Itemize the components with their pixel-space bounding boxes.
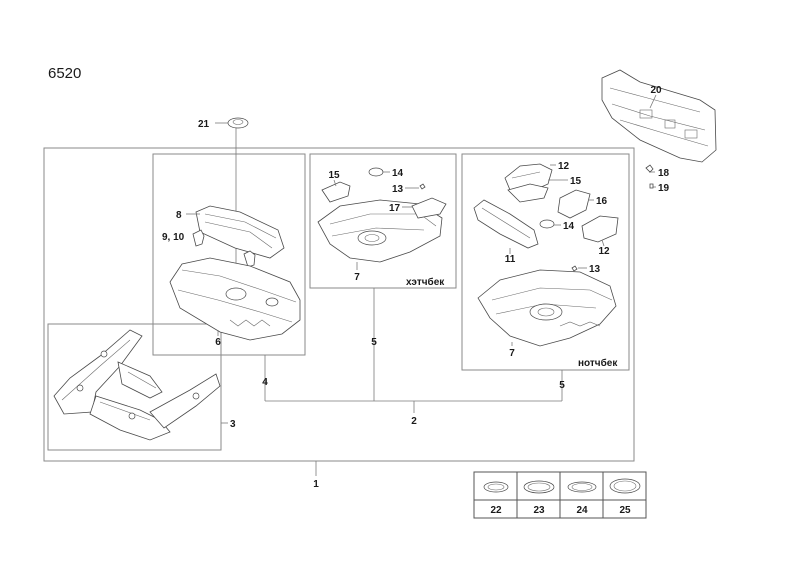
callout-5-hatchback: 5 [371,337,377,348]
callout-19: 19 [658,183,670,194]
callout-11: 11 [505,254,516,265]
callout-14-notchback: 14 [563,221,575,232]
callout-21: 21 [198,119,210,130]
notchback-bolt-part-13 [571,265,587,272]
callout-5-notchback: 5 [559,380,565,391]
callout-13-notchback: 13 [589,264,601,275]
notchback-crossmember-part-11 [473,199,539,254]
callout-12-top: 12 [558,161,570,172]
diagram-number: 6520 [48,65,81,82]
callout-9-10: 9, 10 [162,232,185,243]
callout-1: 1 [313,479,319,490]
plug-label-24: 24 [576,505,588,516]
hatchback-rear-floor-part-7 [317,199,443,270]
callout-2: 2 [411,416,417,427]
plug-label-23: 23 [533,505,545,516]
callout-7-notchback: 7 [509,348,515,359]
callout-12-side: 12 [598,246,610,257]
rear-panel-part-20 [601,69,717,189]
connector-lines [215,122,563,476]
callout-15-notchback: 15 [570,176,582,187]
notchback-plug-part-14 [539,219,561,229]
sub-frame-hatchback [309,153,457,289]
plug-label-22: 22 [490,505,502,516]
variant-label-hatchback: хэтчбек [406,276,445,288]
front-floor-part-6 [169,257,301,341]
plug-25-icon [609,478,641,494]
callout-18: 18 [658,168,670,179]
hatchback-bracket-part-15 [321,179,351,203]
sub-frame-rails [47,323,222,451]
callout-labels: 1 2 3 4 5 5 6 7 7 8 9, 10 11 12 12 13 13… [162,85,670,490]
hatchback-bolt-part-13 [405,183,426,190]
variant-label-notchback: нотчбек [578,357,618,369]
plug-table: 22 23 24 25 [473,471,647,519]
callout-7-hatchback: 7 [354,272,360,283]
notchback-bracket-part-15 [507,179,568,203]
notchback-rear-floor-part-7 [477,269,617,347]
callout-17: 17 [389,203,401,214]
callout-6: 6 [215,337,221,348]
notchback-bracket-part-12-side [581,215,619,247]
notchback-bracket-part-16 [557,189,594,219]
plug-22-icon [483,481,509,493]
sub-frame-notchback [461,153,630,371]
plug-23-icon [523,480,555,494]
callout-3: 3 [230,419,236,430]
rails-part-3 [53,329,221,441]
callout-8: 8 [176,210,182,221]
hatchback-plug-part-14 [368,167,390,177]
callout-13-hatchback: 13 [392,184,404,195]
callout-16: 16 [596,196,608,207]
plug-24-icon [567,481,597,493]
callout-4: 4 [262,377,268,388]
callout-15-hatchback: 15 [328,170,340,181]
callout-20: 20 [650,85,662,96]
hatchback-bracket-part-17 [402,197,447,219]
front-upper-panel-part-8 [186,205,285,259]
main-assembly-frame [43,147,635,462]
plug-label-25: 25 [619,505,631,516]
sub-frame-front [152,153,306,356]
callout-14-hatchback: 14 [392,168,404,179]
bracket-part-9-10 [192,229,256,268]
plug-21-icon [227,117,249,129]
